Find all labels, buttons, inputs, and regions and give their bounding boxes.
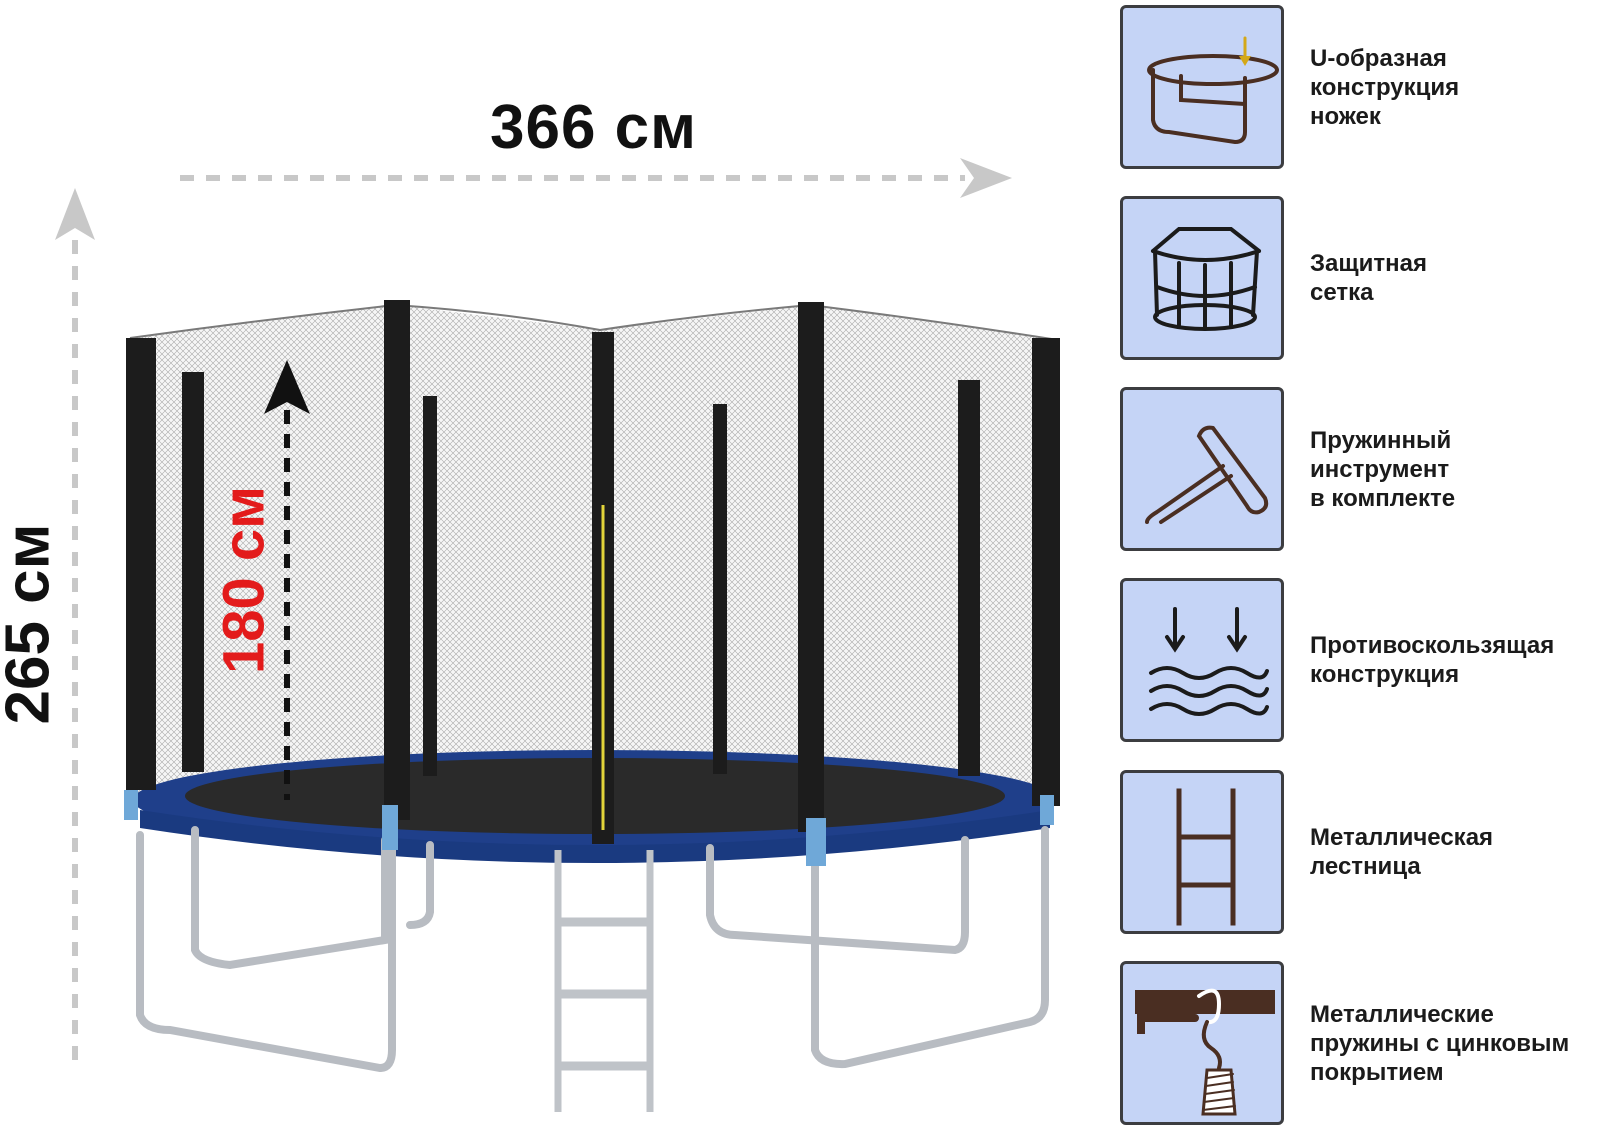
net-height-arrow: [264, 360, 310, 800]
width-dimension-label: 366 см: [490, 93, 698, 162]
feature-anti-slip: Противоскользящая конструкция: [1120, 578, 1600, 746]
ladder-icon: [1120, 770, 1284, 934]
springs-icon: [1120, 961, 1284, 1125]
feature-label: Защитная сетка: [1310, 196, 1600, 360]
feature-line: Защитная: [1310, 250, 1427, 277]
net-poles: [126, 300, 1060, 844]
feature-spring-tool: Пружинный инструмент в комплекте: [1120, 387, 1600, 555]
feature-label: Металлическая лестница: [1310, 770, 1600, 934]
feature-line: инструмент: [1310, 455, 1450, 483]
feature-line: в комплекте: [1310, 484, 1456, 512]
height-arrow: [55, 188, 95, 1064]
safety-net-icon: [1120, 196, 1284, 360]
feature-ladder: Металлическая лестница: [1120, 770, 1600, 938]
feature-line: Пружинный: [1310, 426, 1452, 454]
anti-slip-icon: [1120, 578, 1284, 742]
height-dimension-label: 265 см: [0, 523, 63, 725]
feature-u-shaped-legs: U-образная конструкция ножек: [1120, 5, 1600, 173]
feature-label: Пружинный инструмент в комплекте: [1310, 387, 1600, 551]
feature-label: Противоскользящая конструкция: [1310, 578, 1600, 742]
pole-foam-sleeves: [124, 790, 1054, 866]
net-height-label: 180 см: [211, 485, 277, 675]
feature-line: конструкция: [1310, 661, 1460, 688]
feature-line: ножек: [1310, 102, 1381, 130]
feature-label: U-образная конструкция ножек: [1310, 5, 1600, 169]
feature-line: Металлическая: [1310, 824, 1494, 851]
feature-safety-net: Защитная сетка: [1120, 196, 1600, 364]
u-shaped-legs-icon: [1120, 5, 1284, 169]
feature-line: U-образная: [1310, 44, 1447, 72]
feature-line: лестница: [1310, 853, 1421, 880]
feature-line: сетка: [1310, 279, 1374, 306]
feature-line: покрытием: [1310, 1058, 1444, 1086]
feature-line: пружины с цинковым: [1310, 1029, 1570, 1057]
feature-label: Металлические пружины с цинковым покрыти…: [1310, 961, 1600, 1125]
feature-line: Металлические: [1310, 1000, 1494, 1028]
feature-line: Противоскользящая: [1310, 632, 1555, 659]
spring-tool-icon: [1120, 387, 1284, 551]
width-arrow: [180, 158, 1012, 198]
legs: [136, 826, 1049, 1073]
trampoline-illustration: [55, 158, 1060, 1112]
ladder: [554, 850, 654, 1112]
feature-springs: Металлические пружины с цинковым покрыти…: [1120, 961, 1600, 1129]
feature-line: конструкция: [1310, 73, 1460, 101]
